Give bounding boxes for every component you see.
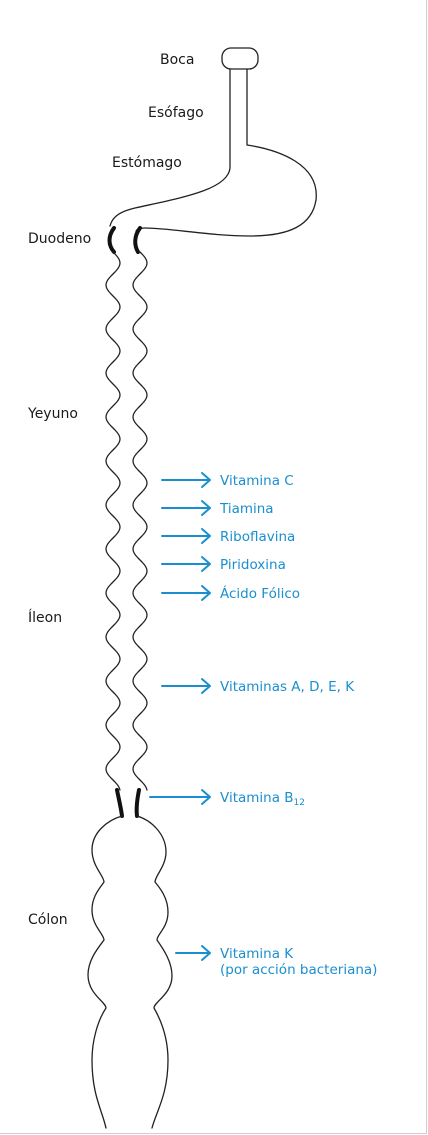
arrow-acido-folico: [161, 585, 211, 601]
label-vitamina-b12: Vitamina B12: [220, 790, 305, 808]
esophagus-stomach-outline: [109, 68, 231, 227]
label-duodeno: Duodeno: [28, 231, 91, 247]
small-intestine-left-wall: [105, 251, 121, 791]
label-esofago: Esófago: [148, 105, 204, 121]
label-yeyuno: Yeyuno: [27, 406, 78, 422]
duodenum-sphincter-right: [133, 226, 142, 254]
label-vitamina-b12-subscript: 12: [294, 798, 305, 808]
label-vitaminas-adek: Vitaminas A, D, E, K: [220, 679, 355, 695]
arrow-piridoxina: [161, 556, 211, 572]
stomach-outer-outline: [135, 68, 317, 237]
label-vitamina-k: Vitamina K: [220, 946, 294, 962]
label-estomago: Estómago: [112, 155, 182, 171]
arrow-vitaminas-adek: [161, 678, 211, 694]
arrow-tiamina: [161, 500, 211, 516]
label-acido-folico: Ácido Fólico: [220, 585, 300, 602]
ileocecal-sphincter-left: [115, 788, 124, 818]
label-vitamina-b12-base: Vitamina B: [220, 790, 294, 806]
label-ileon: Íleon: [28, 609, 62, 626]
duodenum-sphincter-left: [107, 226, 116, 254]
label-vitamina-k-note: (por acción bacteriana): [220, 962, 377, 978]
arrow-riboflavina: [161, 528, 211, 544]
colon-left-wall: [87, 815, 123, 1129]
mouth-shape: [221, 47, 259, 70]
small-intestine-right-wall: [132, 251, 148, 791]
arrow-vitamina-b12: [149, 789, 211, 805]
label-boca: Boca: [160, 52, 194, 68]
label-tiamina: Tiamina: [219, 501, 274, 517]
arrow-vitamina-k: [175, 945, 211, 961]
label-piridoxina: Piridoxina: [220, 557, 286, 573]
label-vitamina-c: Vitamina C: [220, 473, 294, 489]
arrow-vitamina-c: [161, 472, 211, 488]
label-riboflavina: Riboflavina: [220, 529, 295, 545]
label-colon: Cólon: [28, 912, 68, 928]
colon-right-wall: [136, 815, 173, 1129]
ileocecal-sphincter-right: [134, 788, 141, 818]
